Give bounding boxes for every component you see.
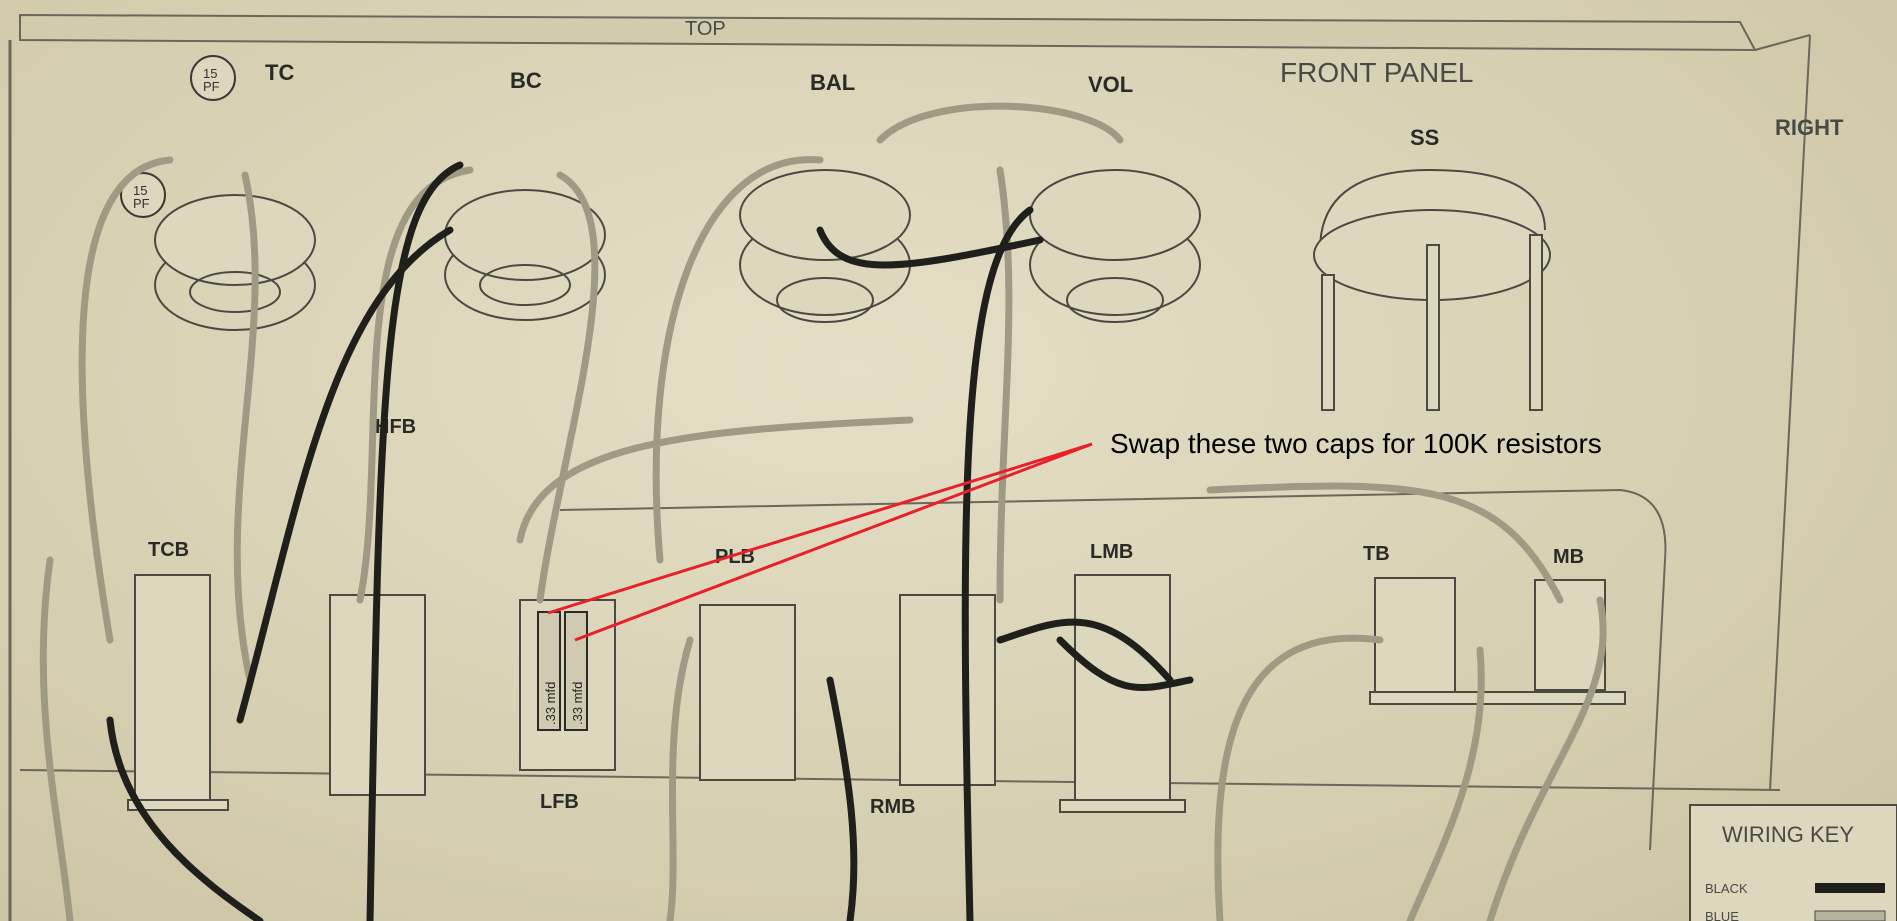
rmb-label: RMB xyxy=(870,796,916,818)
rmb-board xyxy=(899,594,996,786)
annotation-text: Swap these two caps for 100K resistors xyxy=(1110,428,1602,459)
annotation-arrow-1 xyxy=(547,442,1093,615)
svg-text:.33 mfd: .33 mfd xyxy=(543,682,558,725)
bc-label: BC xyxy=(510,68,542,93)
wiring-key: WIRING KEY BLACK BLUE xyxy=(1689,804,1897,921)
annotation: Swap these two caps for 100K resistors xyxy=(547,428,1602,642)
plb-board xyxy=(699,604,796,781)
wiring-key-blue: BLUE xyxy=(1705,909,1739,921)
lfb-capacitor-1: .33 mfd xyxy=(537,611,561,731)
wiring-key-black: BLACK xyxy=(1705,881,1748,896)
bal-control: BAL xyxy=(739,70,911,323)
tc-capacitor-2 xyxy=(120,172,166,218)
ss-switch: SS xyxy=(1313,125,1551,411)
right-label: RIGHT xyxy=(1775,115,1844,140)
lmb-label: LMB xyxy=(1090,541,1133,563)
lfb-label: LFB xyxy=(540,791,579,813)
tb-label: TB xyxy=(1363,543,1390,565)
top-panel-edge xyxy=(19,13,1757,52)
front-panel-label: FRONT PANEL xyxy=(1280,57,1473,88)
right-fold-edge xyxy=(1754,34,1811,51)
vol-control: VOL xyxy=(1029,72,1201,323)
tcb-board xyxy=(127,574,229,811)
svg-text:.33 mfd: .33 mfd xyxy=(570,682,585,725)
wiring-key-blue-swatch xyxy=(1814,910,1886,921)
bc-control: BC xyxy=(444,68,606,321)
gray-wires xyxy=(39,102,1607,921)
mb-label: MB xyxy=(1553,546,1584,568)
black-wires xyxy=(106,161,1194,921)
top-label: TOP xyxy=(685,18,726,40)
vol-label: VOL xyxy=(1088,72,1133,97)
right-edge xyxy=(1769,34,1811,791)
tc-label: TC xyxy=(265,60,294,85)
tc-capacitor-1 xyxy=(190,55,236,101)
annotation-arrow-2 xyxy=(574,442,1093,642)
bal-label: BAL xyxy=(810,70,855,95)
wiring-key-title: WIRING KEY xyxy=(1722,822,1854,847)
lmb-board xyxy=(1059,574,1186,813)
mb-board xyxy=(1534,579,1606,691)
ss-label: SS xyxy=(1410,125,1439,150)
lfb-capacitor-2: .33 mfd xyxy=(564,611,588,731)
wiring-key-black-swatch xyxy=(1815,883,1885,893)
chassis-outline xyxy=(559,488,1667,851)
tcb-label: TCB xyxy=(148,539,189,561)
